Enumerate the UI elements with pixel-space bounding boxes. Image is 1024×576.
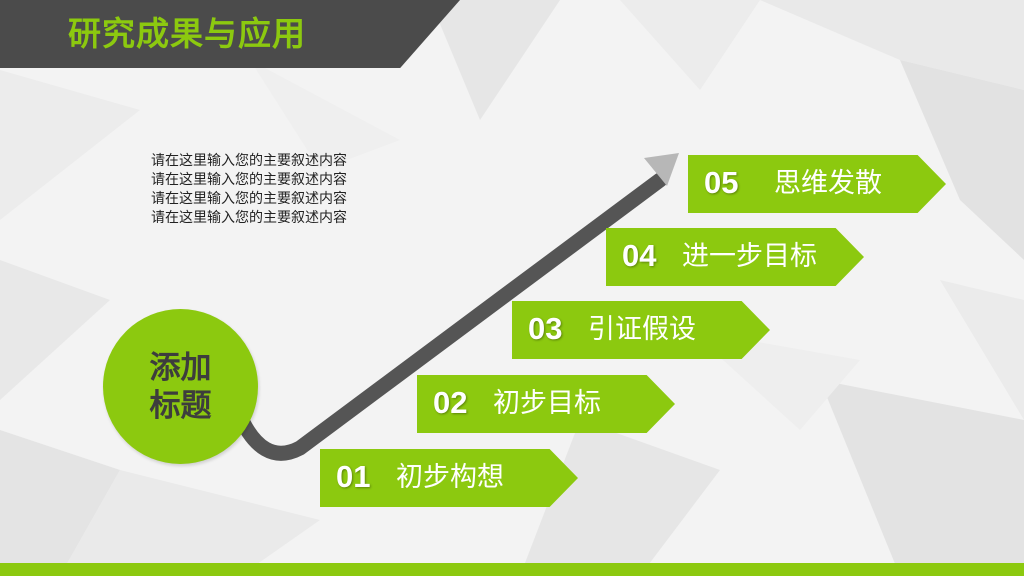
circle-title-line: 添加	[149, 349, 212, 386]
step-number: 02	[433, 385, 468, 420]
step-number: 04	[622, 238, 657, 273]
step-01: 01 初步构想	[320, 449, 578, 507]
step-label: 思维发散	[774, 168, 882, 199]
description-line: 请在这里输入您的主要叙述内容	[151, 153, 347, 169]
step-label: 初步构想	[396, 462, 504, 493]
step-label: 初步目标	[493, 388, 601, 419]
title-circle: 添加 标题	[103, 309, 258, 464]
step-label: 进一步目标	[682, 241, 817, 272]
step-number: 05	[704, 165, 739, 200]
description-line: 请在这里输入您的主要叙述内容	[151, 210, 347, 226]
step-label: 引证假设	[588, 314, 696, 345]
step-number: 01	[336, 459, 371, 494]
description-text: 请在这里输入您的主要叙述内容 请在这里输入您的主要叙述内容 请在这里输入您的主要…	[151, 152, 347, 228]
circle-title-line: 标题	[149, 387, 212, 424]
page-title: 研究成果与应用	[68, 14, 306, 53]
description-line: 请在这里输入您的主要叙述内容	[151, 191, 347, 207]
bottom-bar	[0, 563, 1024, 576]
step-05: 05 思维发散	[688, 155, 946, 213]
step-03: 03 引证假设	[512, 301, 770, 359]
step-02: 02 初步目标	[417, 375, 675, 433]
circle-title: 添加 标题	[141, 349, 221, 425]
description-line: 请在这里输入您的主要叙述内容	[151, 172, 347, 188]
header-bar	[0, 0, 460, 68]
step-number: 03	[528, 311, 563, 346]
step-04: 04 进一步目标	[606, 228, 864, 286]
arrow-head	[644, 153, 679, 186]
